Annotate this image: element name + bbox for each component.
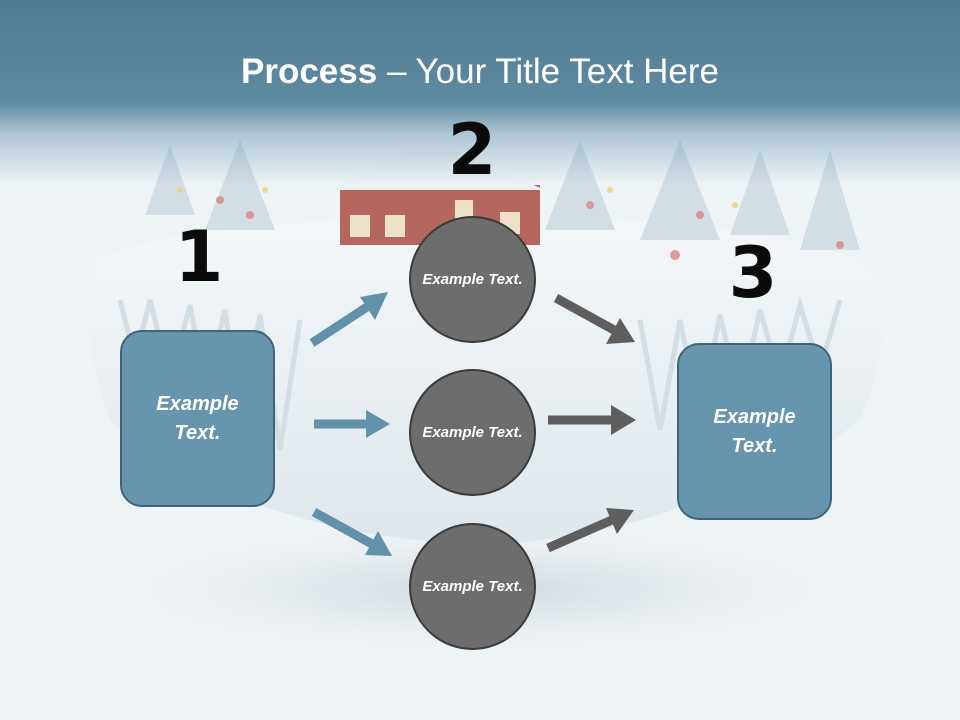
arrow-gray-up [546, 508, 634, 553]
arrow-gray-down [553, 294, 635, 344]
arrow-blue-up [309, 292, 388, 347]
step-number-3: 3 [728, 232, 778, 314]
arrow-blue-down [311, 508, 392, 556]
arrow-gray-right [548, 405, 636, 435]
step-2-circle-bottom[interactable]: Example Text. [409, 523, 536, 650]
circle-bottom-label: Example Text. [422, 578, 523, 595]
step-2-circle-middle[interactable]: Example Text. [409, 369, 536, 496]
tree-icon [145, 140, 860, 250]
step-1-label: Example Text. [156, 392, 239, 444]
header-band [0, 0, 960, 185]
arrow-blue-right [314, 410, 390, 438]
slide-title: Process – Your Title Text Here [0, 52, 960, 92]
step-number-1: 1 [174, 216, 224, 298]
step-number-2: 2 [447, 109, 497, 191]
title-rest: – Your Title Text Here [377, 52, 719, 91]
step-1-box[interactable]: Example Text. [120, 330, 275, 507]
circle-top-label: Example Text. [422, 271, 523, 288]
title-strong: Process [241, 52, 378, 91]
step-3-box[interactable]: Example Text. [677, 343, 832, 520]
step-2-circle-top[interactable]: Example Text. [409, 216, 536, 343]
step-3-label: Example Text. [713, 405, 796, 457]
circle-middle-label: Example Text. [422, 424, 523, 441]
